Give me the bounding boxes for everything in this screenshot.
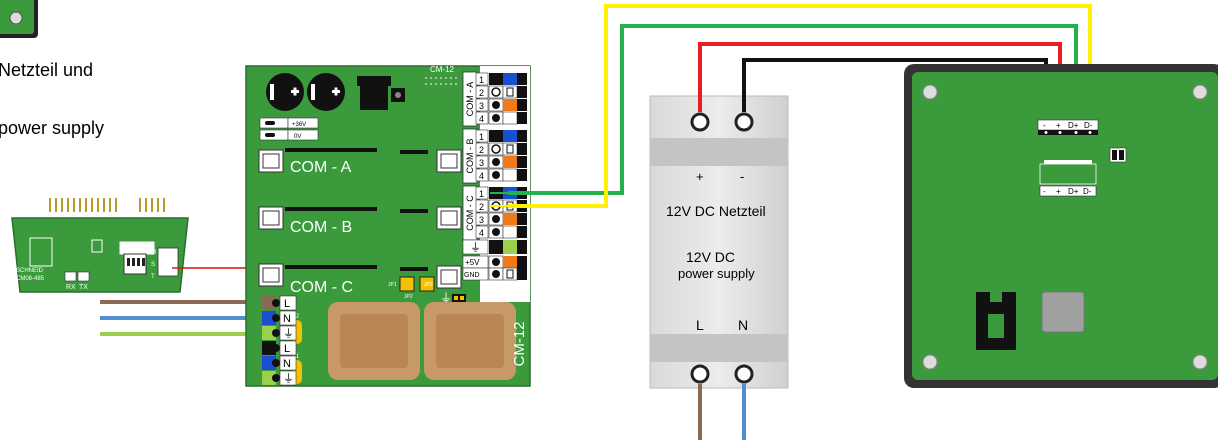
svg-text:1: 1 [479,132,484,142]
rb-mid-minus: - [1043,187,1046,196]
com-b-label: COM - B [290,219,352,236]
cm08-label-2: CM08-485 [16,276,45,282]
label-gnd: GND [464,272,480,279]
svg-text:1: 1 [479,189,484,199]
transformer-1 [328,302,420,380]
rb-mid-plus: + [1056,187,1061,196]
cm08-label-1: SCHNEID [16,268,44,274]
psu-n: N [738,317,748,333]
svg-text:3: 3 [479,158,484,168]
svg-text:4: 4 [479,228,484,238]
rb-top-dplus: D+ [1068,121,1079,130]
com-c-port: COM - C [258,263,462,296]
psu-plus: + [696,169,704,184]
note-line-1: Netzteil und [0,60,93,80]
side-com-c: COM - C [465,195,475,231]
rs485-wires [490,4,1092,208]
cm12-board: CM-12 +36V 0V COM - A COM - B [245,65,531,387]
svg-text:4: 4 [479,114,484,124]
note-line-2: power supply [0,118,104,138]
jp3-label: JP3 [424,282,433,288]
label-36v: +36V [292,122,306,128]
side-com-a: COM - A [465,82,475,117]
label-0v: 0V [294,134,301,140]
com-c-label: COM - C [290,279,353,296]
mains-terminal: L N ⏚ L N ⏚ [262,295,297,386]
com-b-port: COM - B [258,206,462,236]
rb-top-minus: - [1043,121,1046,130]
cm08-t: T [151,274,155,280]
jp1-label: JP1 [388,282,397,288]
terminal-strip: 1 2 3 4 1 2 3 4 1 2 3 4 ⏚ +5V GND [462,72,527,281]
svg-text:4: 4 [479,171,484,181]
com-a-label: COM - A [290,159,352,176]
com-a-port: COM - A [258,149,462,176]
side-labels: COM - A COM - B COM - C [462,71,478,241]
svg-text:⏚: ⏚ [440,291,452,305]
mains-l-1: L [284,298,290,310]
rb-mid-dminus: D- [1083,187,1092,196]
svg-text:2: 2 [479,88,484,98]
psu-l: L [696,317,704,333]
psu-line2: power supply [678,266,755,281]
cm12-title-side: CM-12 [511,321,528,366]
pin-header [49,198,165,212]
power-supply: + - 12V DC Netzteil 12V DC power supply … [649,95,789,389]
svg-text:1: 1 [479,75,484,85]
partial-module [0,0,38,38]
cm08-s: S [151,262,155,268]
cm08-m: M [151,250,156,256]
rb-top-plus: + [1056,121,1061,130]
mains-n-2: N [283,358,291,370]
cm08-485-module: SCHNEID CM08-485 RX TX M S T [11,198,189,293]
jumpers: JP1 JP2 JP3 [388,276,435,300]
capacitor-1 [266,73,304,111]
label-5v: +5V [465,258,480,267]
mains-l-2: L [284,343,290,355]
psu-minus: - [740,169,744,184]
transformer-2 [424,302,516,380]
svg-text:⏚: ⏚ [470,241,481,254]
mains-pe-2: ⏚ [283,372,294,385]
right-board: - + D+ D- - + D+ D- [904,64,1218,388]
regulator [357,76,405,110]
capacitor-2 [307,73,345,111]
cm12-title-top: CM-12 [430,65,455,74]
rb-top-dminus: D- [1084,121,1093,130]
jp2-label: JP2 [404,294,413,300]
side-com-b: COM - B [465,139,475,174]
psu-title: 12V DC Netzteil [666,203,766,219]
cm08-rx: RX [66,284,76,291]
psu-line1: 12V DC [686,249,735,265]
svg-text:3: 3 [479,101,484,111]
svg-text:2: 2 [479,145,484,155]
mains-pe-1: ⏚ [283,327,294,340]
svg-text:2: 2 [479,202,484,212]
svg-text:3: 3 [479,215,484,225]
mains-n-1: N [283,313,291,325]
cm08-tx: TX [79,284,88,291]
rb-mid-dplus: D+ [1068,187,1079,196]
